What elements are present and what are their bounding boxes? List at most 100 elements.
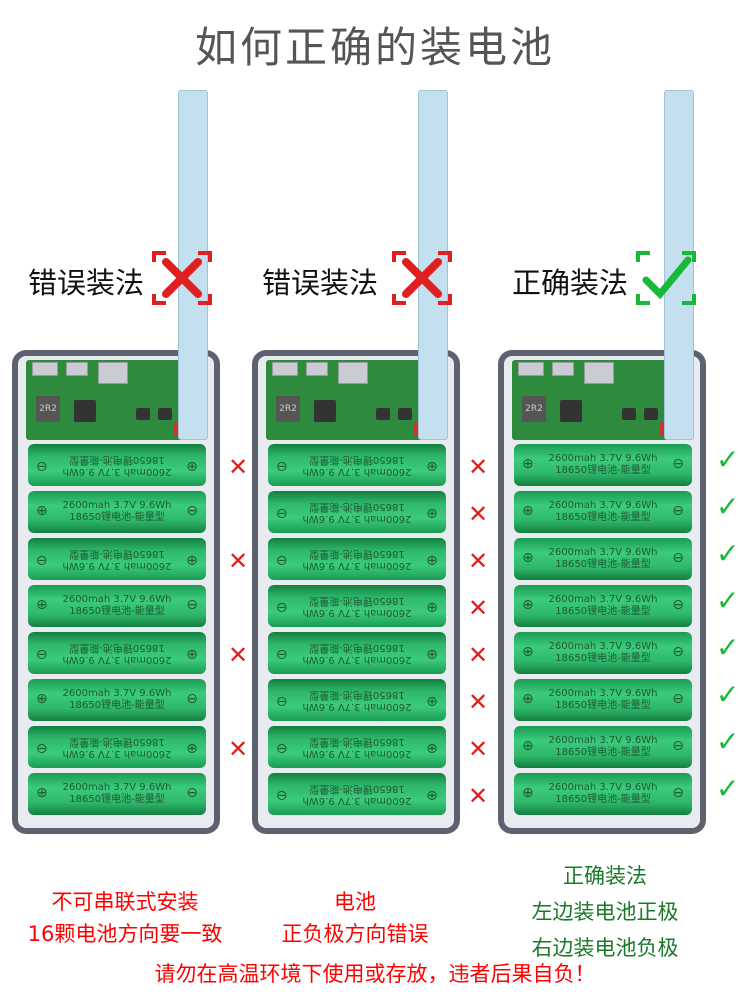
battery-type: 18650锂电池-能量型 bbox=[555, 559, 651, 570]
usb-port bbox=[66, 362, 88, 376]
battery-type: 18650锂电池-能量型 bbox=[555, 700, 651, 711]
cross-mark-icon: ✕ bbox=[468, 735, 489, 763]
minus-terminal-icon: ⊖ bbox=[672, 738, 684, 754]
check-mark-icon: ✓ bbox=[716, 537, 740, 570]
note-right: 正确装法 左边装电池正极 右边装电池负极 bbox=[490, 858, 720, 966]
battery-type: 18650锂电池-能量型 bbox=[555, 512, 651, 523]
note-middle-line2: 正负极方向错误 bbox=[281, 922, 429, 946]
battery-spec: 2600mah 3.7V 9.6Wh bbox=[548, 594, 658, 605]
note-left: 不可串联式安装 16颗电池方向要一致 bbox=[0, 886, 250, 950]
inductor: 2R2 bbox=[36, 396, 60, 422]
battery-type: 18650锂电池-能量型 bbox=[69, 454, 165, 465]
inductor-label: 2R2 bbox=[525, 404, 543, 414]
battery-spec: 2600mah 3.7V 9.6Wh bbox=[548, 500, 658, 511]
battery-spec: 2600mah 3.7V 9.6Wh bbox=[548, 453, 658, 464]
check-mark-icon: ✓ bbox=[716, 772, 740, 805]
battery-cell: ⊕ 2600mah 3.7V 9.6Wh 18650锂电池-能量型 ⊖ bbox=[514, 491, 692, 533]
battery-type: 18650锂电池-能量型 bbox=[555, 465, 651, 476]
cross-mark-icon: ✕ bbox=[468, 594, 489, 622]
minus-terminal-icon: ⊖ bbox=[186, 691, 198, 707]
page-title: 如何正确的装电池 bbox=[194, 23, 555, 72]
circuit-board: 2R2 bbox=[266, 360, 446, 440]
battery-spec: 2600mah 3.7V 9.6Wh bbox=[62, 466, 172, 477]
check-mark-icon: ✓ bbox=[716, 678, 740, 711]
battery-type: 18650锂电池-能量型 bbox=[69, 606, 165, 617]
plus-terminal-icon: ⊕ bbox=[36, 503, 48, 519]
minus-terminal-icon: ⊖ bbox=[276, 599, 288, 615]
cross-mark-icon: ✕ bbox=[468, 500, 489, 528]
battery-cell: ⊕ 2600mah 3.7V 9.6Wh 18650锂电池-能量型 ⊖ bbox=[28, 632, 206, 674]
plus-terminal-icon: ⊕ bbox=[36, 785, 48, 801]
plus-terminal-icon: ⊕ bbox=[36, 691, 48, 707]
battery-spec: 2600mah 3.7V 9.6Wh bbox=[302, 560, 412, 571]
minus-terminal-icon: ⊖ bbox=[276, 458, 288, 474]
battery-type: 18650锂电池-能量型 bbox=[69, 512, 165, 523]
battery-spec: 2600mah 3.7V 9.6Wh bbox=[548, 782, 658, 793]
battery-cell: ⊕ 2600mah 3.7V 9.6Wh 18650锂电池-能量型 ⊖ bbox=[268, 491, 446, 533]
inductor-label: 2R2 bbox=[279, 404, 297, 414]
warning-text: 请勿在高温环境下使用或存放，违者后果自负！ bbox=[154, 962, 596, 986]
battery-type: 18650锂电池-能量型 bbox=[555, 794, 651, 805]
minus-terminal-icon: ⊖ bbox=[276, 552, 288, 568]
battery-spec: 2600mah 3.7V 9.6Wh bbox=[548, 641, 658, 652]
minus-terminal-icon: ⊖ bbox=[186, 597, 198, 613]
battery-spec: 2600mah 3.7V 9.6Wh bbox=[548, 735, 658, 746]
note-middle-line1: 电池 bbox=[334, 890, 376, 914]
cross-bracket-icon bbox=[152, 251, 212, 305]
plus-terminal-icon: ⊕ bbox=[426, 787, 438, 803]
battery-spec: 2600mah 3.7V 9.6Wh bbox=[62, 500, 172, 511]
usb-port bbox=[518, 362, 544, 376]
battery-spec: 2600mah 3.7V 9.6Wh bbox=[62, 560, 172, 571]
cross-mark-icon: ✕ bbox=[468, 688, 489, 716]
battery-cell: ⊕ 2600mah 3.7V 9.6Wh 18650锂电池-能量型 ⊖ bbox=[28, 773, 206, 815]
battery-type: 18650锂电池-能量型 bbox=[69, 794, 165, 805]
battery-cell: ⊕ 2600mah 3.7V 9.6Wh 18650锂电池-能量型 ⊖ bbox=[514, 726, 692, 768]
chip bbox=[376, 408, 390, 420]
battery-type: 18650锂电池-能量型 bbox=[309, 548, 405, 559]
minus-terminal-icon: ⊖ bbox=[186, 503, 198, 519]
label-wrong-2: 错误装法 bbox=[262, 266, 379, 300]
battery-spec: 2600mah 3.7V 9.6Wh bbox=[302, 466, 412, 477]
battery-cell: ⊕ 2600mah 3.7V 9.6Wh 18650锂电池-能量型 ⊖ bbox=[28, 679, 206, 721]
battery-cell: ⊕ 2600mah 3.7V 9.6Wh 18650锂电池-能量型 ⊖ bbox=[268, 726, 446, 768]
minus-terminal-icon: ⊖ bbox=[276, 646, 288, 662]
battery-cell: ⊕ 2600mah 3.7V 9.6Wh 18650锂电池-能量型 ⊖ bbox=[28, 491, 206, 533]
plus-terminal-icon: ⊕ bbox=[426, 740, 438, 756]
battery-cell: ⊕ 2600mah 3.7V 9.6Wh 18650锂电池-能量型 ⊖ bbox=[268, 679, 446, 721]
battery-spec: 2600mah 3.7V 9.6Wh bbox=[62, 748, 172, 759]
inductor-label: 2R2 bbox=[39, 404, 57, 414]
chip bbox=[622, 408, 636, 420]
check-mark-icon: ✓ bbox=[716, 584, 740, 617]
battery-cell: ⊕ 2600mah 3.7V 9.6Wh 18650锂电池-能量型 ⊖ bbox=[268, 444, 446, 486]
battery-cell: ⊕ 2600mah 3.7V 9.6Wh 18650锂电池-能量型 ⊖ bbox=[514, 773, 692, 815]
battery-cell: ⊕ 2600mah 3.7V 9.6Wh 18650锂电池-能量型 ⊖ bbox=[268, 632, 446, 674]
battery-cell: ⊕ 2600mah 3.7V 9.6Wh 18650锂电池-能量型 ⊖ bbox=[28, 444, 206, 486]
battery-type: 18650锂电池-能量型 bbox=[69, 736, 165, 747]
minus-terminal-icon: ⊖ bbox=[36, 458, 48, 474]
battery-cell: ⊕ 2600mah 3.7V 9.6Wh 18650锂电池-能量型 ⊖ bbox=[28, 538, 206, 580]
battery-cell: ⊕ 2600mah 3.7V 9.6Wh 18650锂电池-能量型 ⊖ bbox=[514, 679, 692, 721]
battery-cell: ⊕ 2600mah 3.7V 9.6Wh 18650锂电池-能量型 ⊖ bbox=[268, 773, 446, 815]
battery-cell: ⊕ 2600mah 3.7V 9.6Wh 18650锂电池-能量型 ⊖ bbox=[514, 538, 692, 580]
check-mark-icon: ✓ bbox=[716, 443, 740, 476]
battery-type: 18650锂电池-能量型 bbox=[555, 747, 651, 758]
label-wrong-1: 错误装法 bbox=[28, 266, 145, 300]
check-mark-icon: ✓ bbox=[716, 490, 740, 523]
cross-mark-icon: ✕ bbox=[228, 547, 249, 575]
circuit-board: 2R2 bbox=[512, 360, 692, 440]
plus-terminal-icon: ⊕ bbox=[522, 644, 534, 660]
minus-terminal-icon: ⊖ bbox=[276, 505, 288, 521]
battery-type: 18650锂电池-能量型 bbox=[309, 595, 405, 606]
cross-mark-icon: ✕ bbox=[228, 641, 249, 669]
cross-bracket-icon bbox=[392, 251, 452, 305]
minus-terminal-icon: ⊖ bbox=[672, 785, 684, 801]
battery-spec: 2600mah 3.7V 9.6Wh bbox=[62, 782, 172, 793]
minus-terminal-icon: ⊖ bbox=[276, 740, 288, 756]
battery-type: 18650锂电池-能量型 bbox=[309, 689, 405, 700]
plus-terminal-icon: ⊕ bbox=[522, 738, 534, 754]
battery-type: 18650锂电池-能量型 bbox=[309, 783, 405, 794]
minus-terminal-icon: ⊖ bbox=[36, 646, 48, 662]
check-bracket-icon bbox=[636, 251, 696, 305]
plus-terminal-icon: ⊕ bbox=[522, 691, 534, 707]
chip bbox=[74, 400, 96, 422]
